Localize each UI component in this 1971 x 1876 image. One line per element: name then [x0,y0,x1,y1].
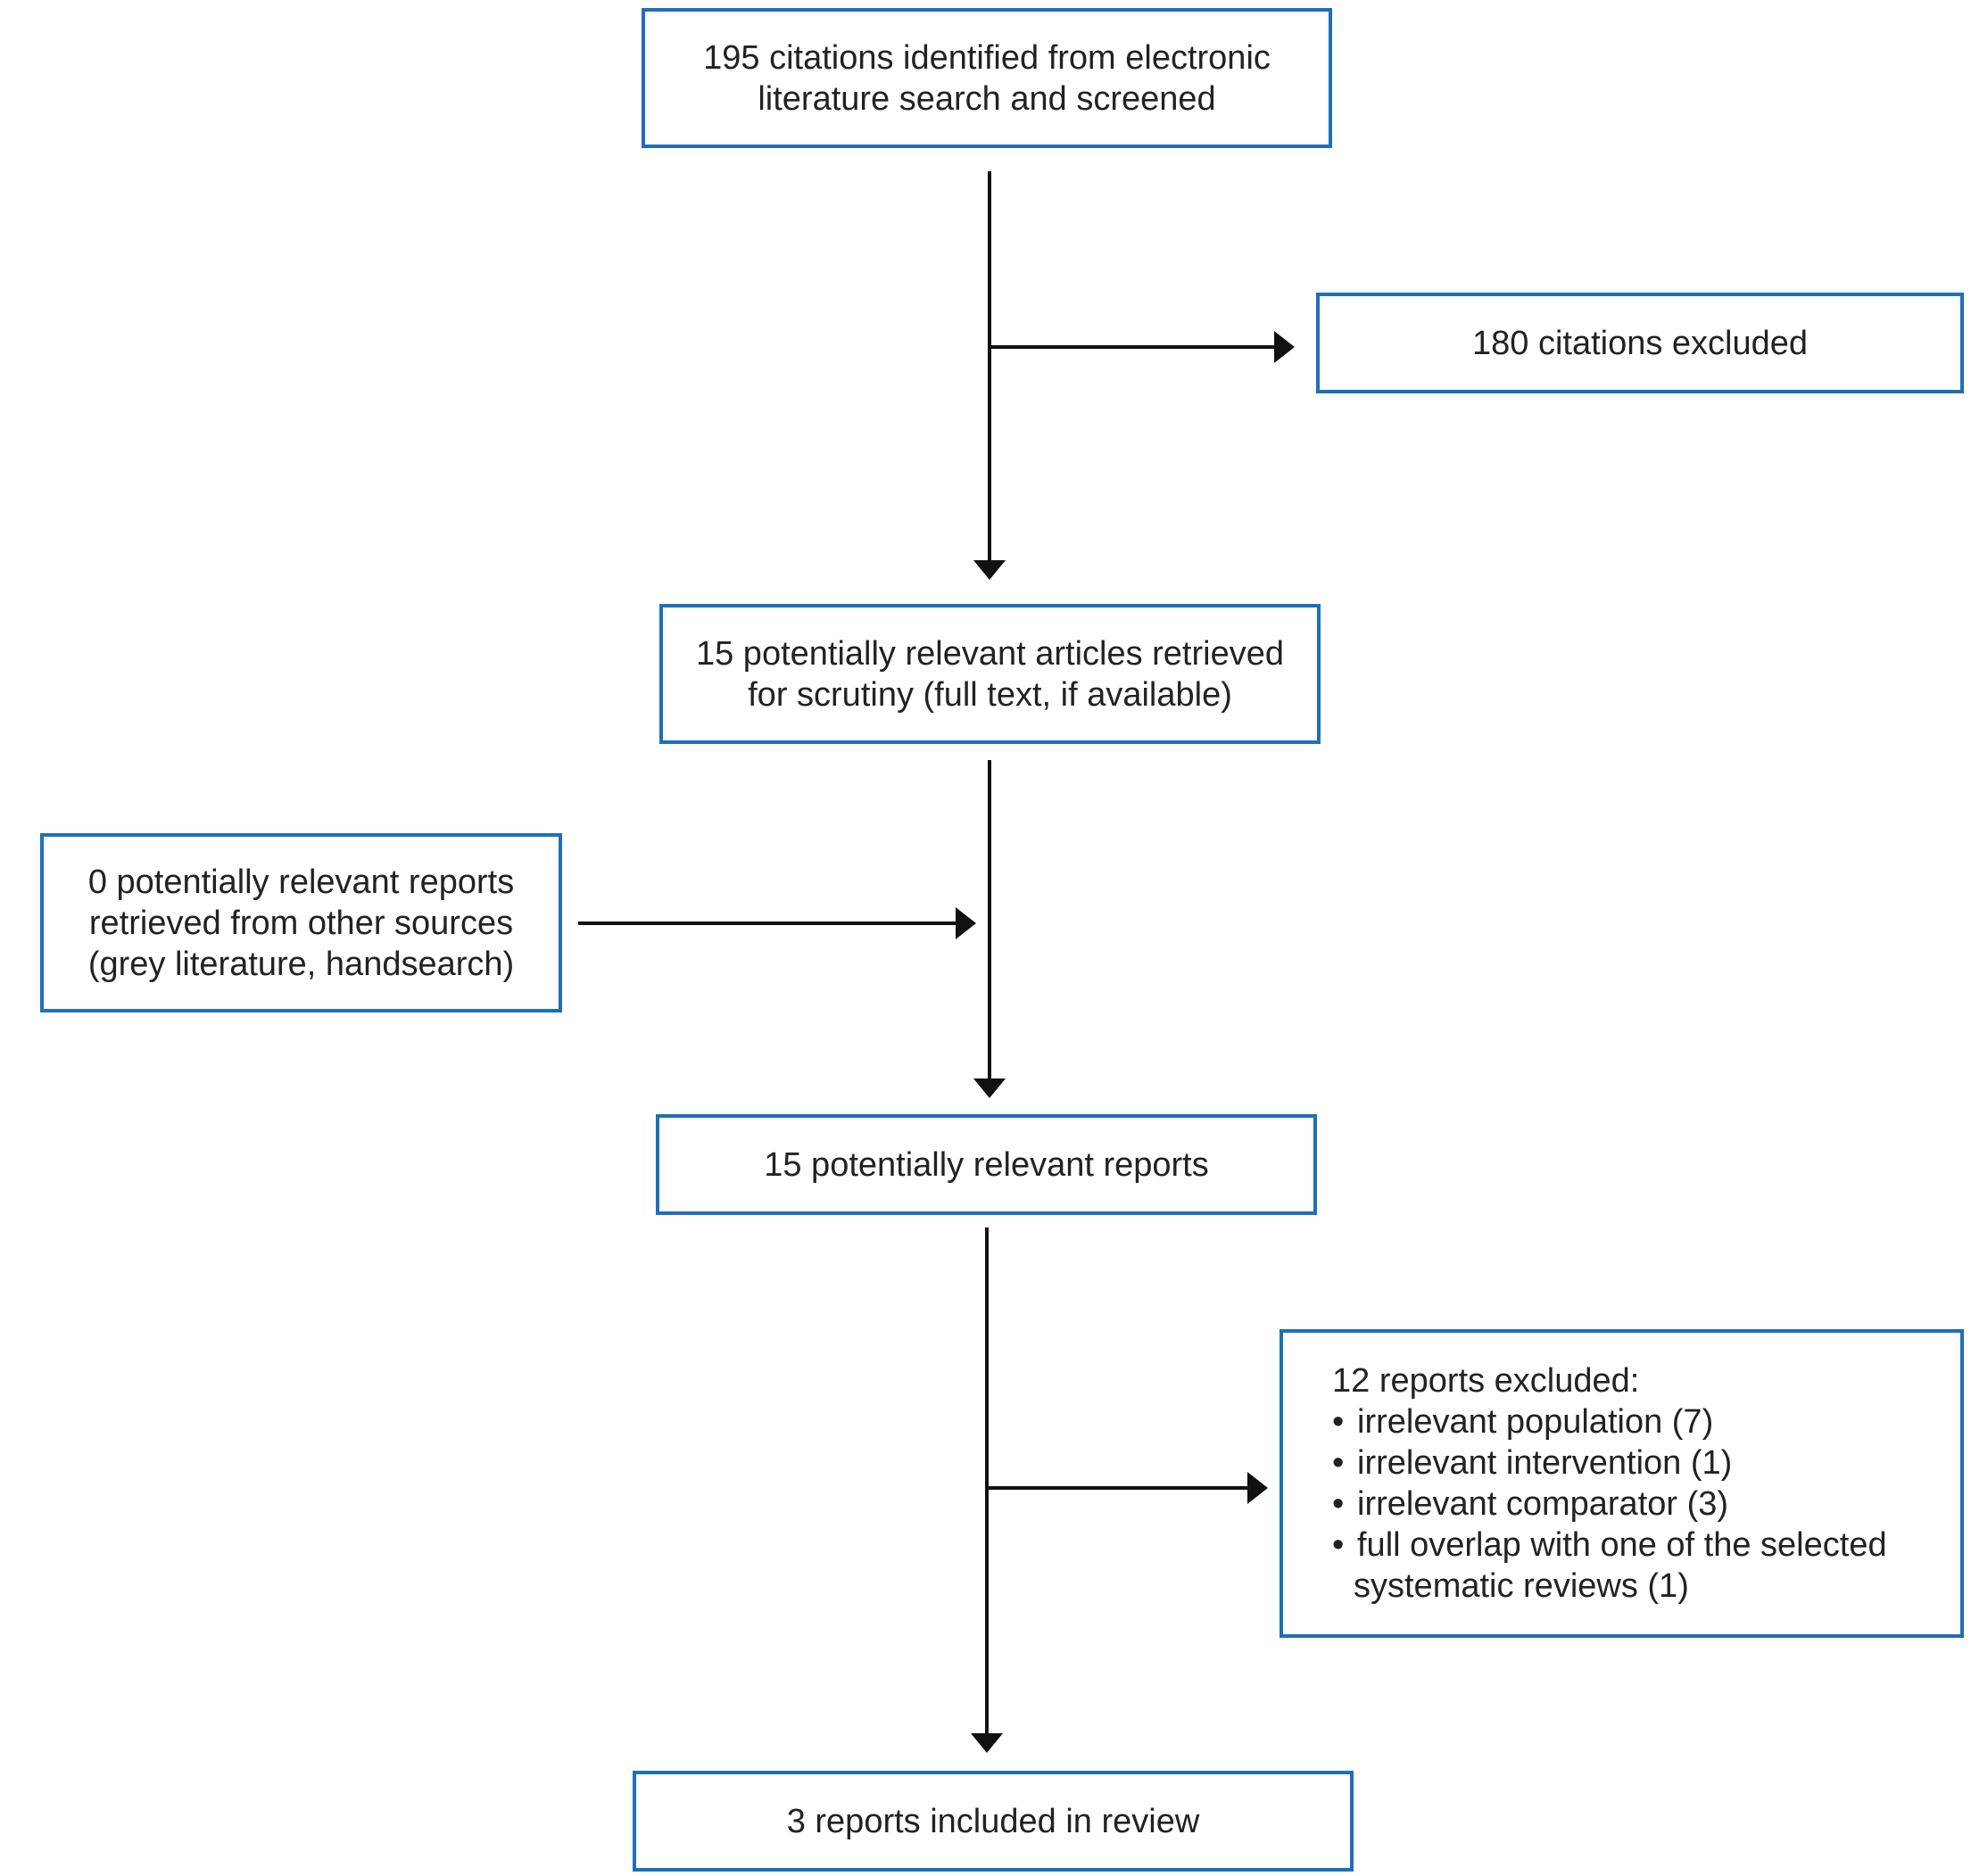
box-text-line: retrieved from other sources [88,904,514,942]
exclusion-reason-continuation: systematic reviews (1) [1354,1567,1689,1605]
arrowhead-down-relevant [973,1078,1006,1098]
box-other-sources: 0 potentially relevant reports retrieved… [40,833,562,1012]
arrowhead-right-other-sources [956,907,976,939]
box-identified-citations: 195 citations identified from electronic… [642,8,1332,148]
exclusion-reason-item: irrelevant intervention (1) [1332,1442,1887,1483]
arrowhead-right-excluded-reports [1247,1472,1268,1504]
box-included-reports: 3 reports included in review [633,1771,1354,1872]
exclusion-reason-text: irrelevant population (7) [1357,1403,1714,1441]
arrowhead-down-included [971,1733,1003,1753]
exclusion-reason-item: full overlap with one of the selected sy… [1332,1525,1887,1607]
exclusion-reason-item: irrelevant population (7) [1332,1401,1887,1442]
exclusion-reason-text: full overlap with one of the selected [1357,1526,1887,1564]
box-text-line: 0 potentially relevant reports [87,863,515,901]
exclusion-reason-text: irrelevant comparator (3) [1357,1485,1729,1523]
box-text-line: 15 potentially relevant articles retriev… [695,634,1284,673]
box-text-line: for scrutiny (full text, if available) [748,675,1232,714]
box-retrieved-articles: 15 potentially relevant articles retriev… [659,604,1321,744]
arrowhead-right-excluded-citations [1274,331,1295,363]
box-text-line: (grey literature, handsearch) [87,945,515,983]
box-excluded-reports: 12 reports excluded: irrelevant populati… [1279,1329,1964,1638]
box-text-line: 195 citations identified from electronic [703,38,1271,77]
box-text-line: 3 reports included in review [786,1802,1200,1840]
box-relevant-reports: 15 potentially relevant reports [656,1114,1317,1215]
box-text-line: literature search and screened [758,79,1216,118]
exclusion-reason-text: irrelevant intervention (1) [1357,1444,1733,1482]
box-text-line: 180 citations excluded [1471,324,1809,362]
box-text-line: 15 potentially relevant reports [764,1145,1209,1184]
arrowhead-down-retrieved [973,560,1006,580]
excluded-reports-heading: 12 reports excluded: [1332,1362,1640,1400]
exclusion-reason-item: irrelevant comparator (3) [1332,1483,1887,1525]
box-excluded-citations: 180 citations excluded [1316,293,1964,393]
exclusion-reasons-list: irrelevant population (7) irrelevant int… [1332,1401,1887,1607]
